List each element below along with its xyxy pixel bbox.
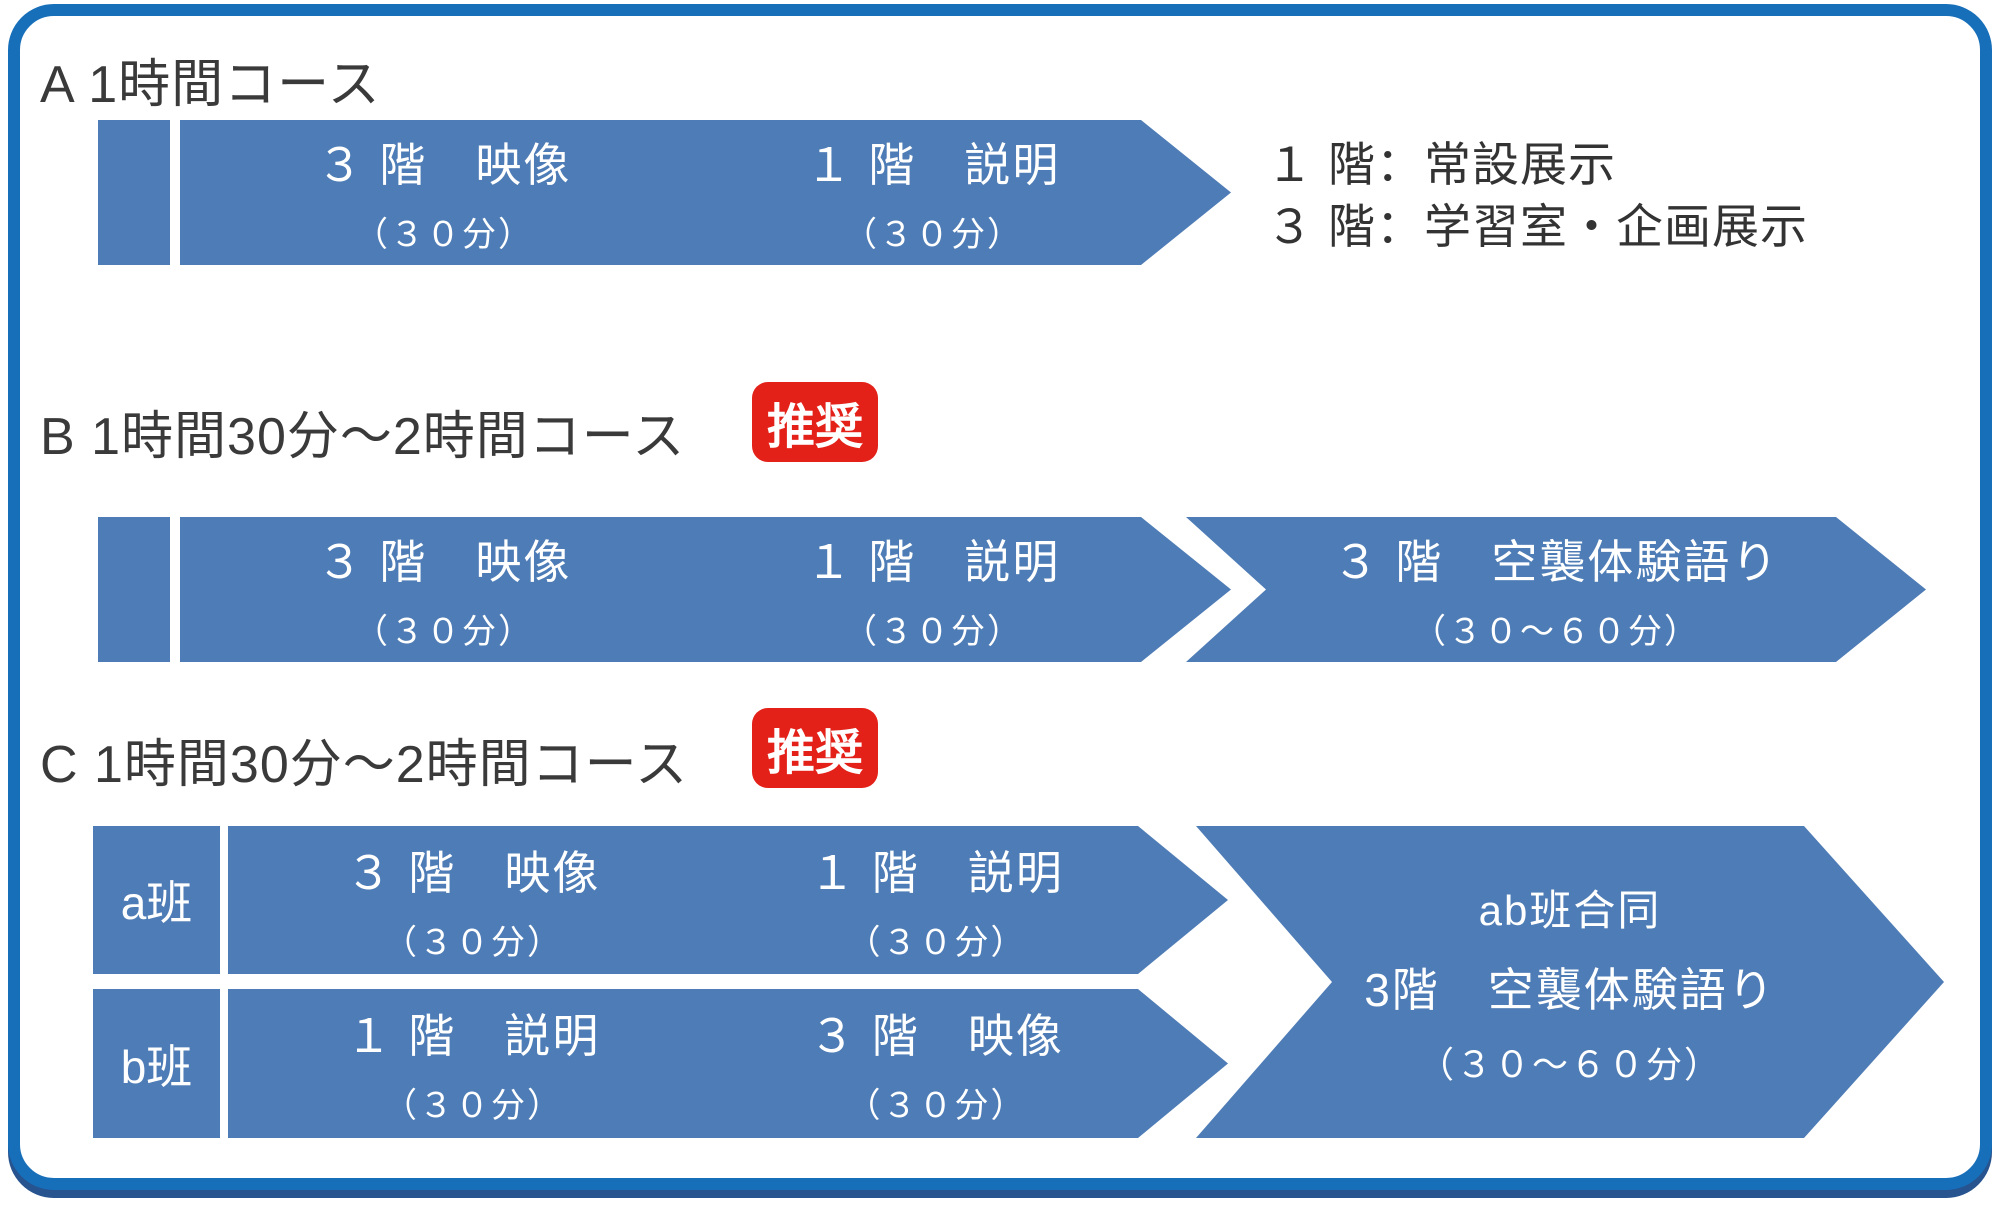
section-c-title: C 1時間30分～2時間コース [40,736,689,794]
arrow-b-step3-duration: （３０～６０分） [1412,613,1700,651]
floor-legend-line2: ３ 階：学習室・企画展示 [1266,200,1809,253]
arrow-b-step2: １ 階 説明 （３０分） [635,517,1231,662]
arrow-c-joint-label: 3階 空襲体験語り [1364,963,1776,1016]
arrow-c-b1-duration: （３０分） [383,1087,563,1125]
arrow-b-step2-label: １ 階 説明 [805,536,1061,588]
arrow-c-joint-duration: （３０～６０分） [1417,1043,1722,1085]
arrow-a-step2-duration: （３０分） [843,216,1023,254]
arrow-b-step1-label: ３ 階 映像 [316,536,572,588]
group-b-label: b班 [93,989,220,1138]
arrow-c-b2-duration: （３０分） [846,1087,1027,1125]
arrow-c-group-b-step2: ３ 階 映像 （３０分） [645,989,1228,1138]
arrow-b-step3: ３ 階 空襲体験語り （３０～６０分） [1186,517,1926,662]
arrow-c-a2-duration: （３０分） [846,923,1027,962]
floor-legend-line1: １ 階：常設展示 [1266,138,1617,191]
section-b-start-block [98,517,170,662]
arrow-c-joint-group: ab班合同 [1478,886,1662,934]
arrow-a-step1-duration: （３０分） [354,216,534,254]
arrow-b-step3-label: ３ 階 空襲体験語り [1332,536,1780,588]
arrow-c-b2-label: ３ 階 映像 [809,1010,1064,1062]
arrow-a-step1-label: ３ 階 映像 [316,139,572,191]
arrow-c-group-a-step2: １ 階 説明 （３０分） [645,826,1228,974]
arrow-c-b1-label: １ 階 説明 [345,1010,601,1062]
group-a-label: a班 [93,826,220,974]
arrow-a-step2-label: １ 階 説明 [805,139,1061,191]
section-b-title: B 1時間30分～2時間コース [40,408,686,466]
arrow-a-step2: １ 階 説明 （３０分） [635,120,1231,265]
section-a-start-block [98,120,170,265]
section-b-recommended-badge: 推奨 [752,382,878,462]
arrow-b-step2-duration: （３０分） [843,613,1023,651]
floor-legend: １ 階：常設展示 ３ 階：学習室・企画展示 [1266,134,1808,258]
section-c-recommended-badge: 推奨 [752,708,878,788]
arrow-c-a1-duration: （３０分） [383,923,563,962]
arrow-b-step1-duration: （３０分） [354,613,534,651]
arrow-c-a2-label: １ 階 説明 [809,846,1064,899]
arrow-c-a1-label: ３ 階 映像 [345,846,601,899]
section-a-title: A 1時間コース [40,56,381,114]
